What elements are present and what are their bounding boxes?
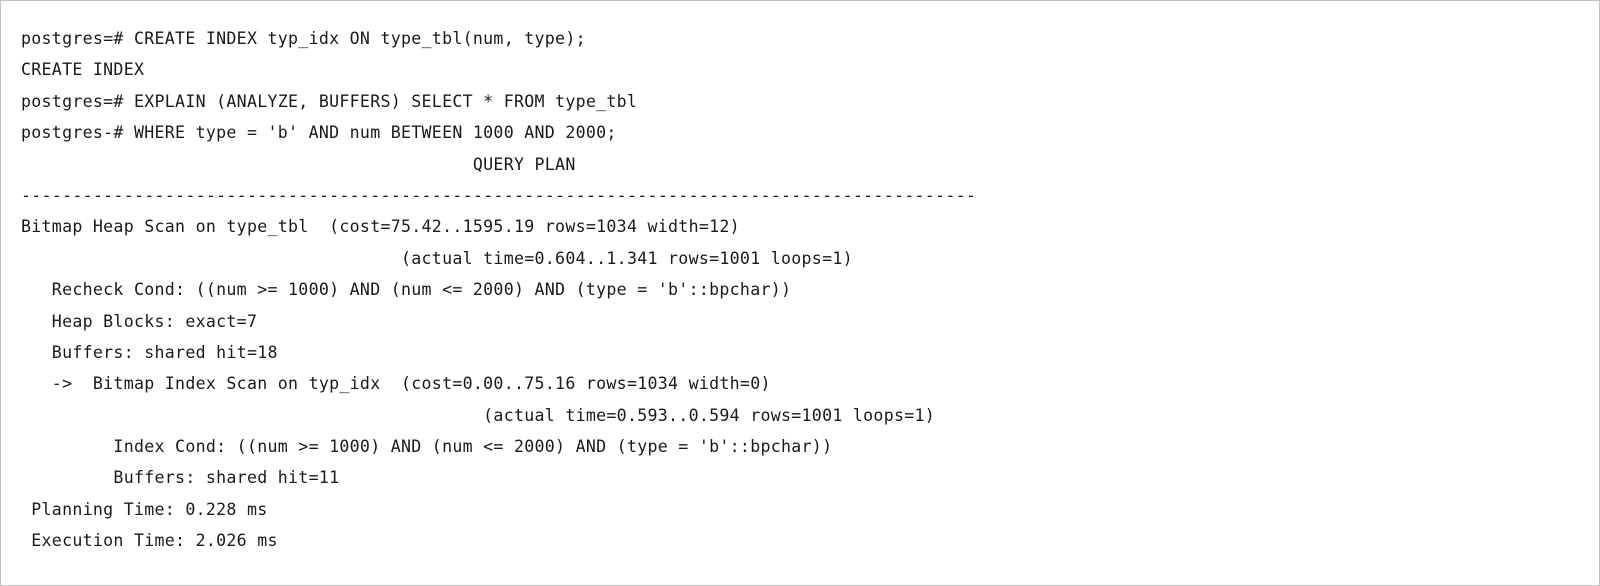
plan-node-bitmap-heap-scan: Bitmap Heap Scan on type_tbl (cost=75.42…: [21, 217, 740, 237]
terminal-line-create-index-command: postgres=# CREATE INDEX typ_idx ON type_…: [21, 29, 586, 48]
plan-detail-heap-blocks: Heap Blocks: exact=7: [21, 311, 258, 331]
plan-node-bitmap-heap-scan-actual: (actual time=0.604..1.341 rows=1001 loop…: [21, 248, 853, 268]
query-plan-separator: ----------------------------------------…: [21, 185, 977, 205]
plan-detail-buffers-heap: Buffers: shared hit=18: [21, 342, 278, 362]
terminal-line-explain-command: postgres=# EXPLAIN (ANALYZE, BUFFERS) SE…: [21, 91, 638, 111]
terminal-line-explain-where-clause: postgres-# WHERE type = 'b' AND num BETW…: [21, 123, 617, 143]
plan-detail-recheck-cond: Recheck Cond: ((num >= 1000) AND (num <=…: [21, 280, 792, 300]
terminal-output[interactable]: postgres=# CREATE INDEX typ_idx ON type_…: [21, 23, 1599, 585]
plan-execution-time: Execution Time: 2.026 ms: [21, 531, 278, 551]
plan-detail-buffers-index: Buffers: shared hit=11: [21, 468, 340, 488]
terminal-line-create-index-result: CREATE INDEX: [21, 60, 145, 80]
plan-node-bitmap-index-scan: -> Bitmap Index Scan on typ_idx (cost=0.…: [21, 374, 771, 394]
plan-planning-time: Planning Time: 0.228 ms: [21, 499, 268, 519]
plan-node-bitmap-index-scan-actual: (actual time=0.593..0.594 rows=1001 loop…: [21, 405, 936, 425]
query-plan-header: QUERY PLAN: [21, 154, 576, 174]
plan-detail-index-cond: Index Cond: ((num >= 1000) AND (num <= 2…: [21, 437, 833, 457]
